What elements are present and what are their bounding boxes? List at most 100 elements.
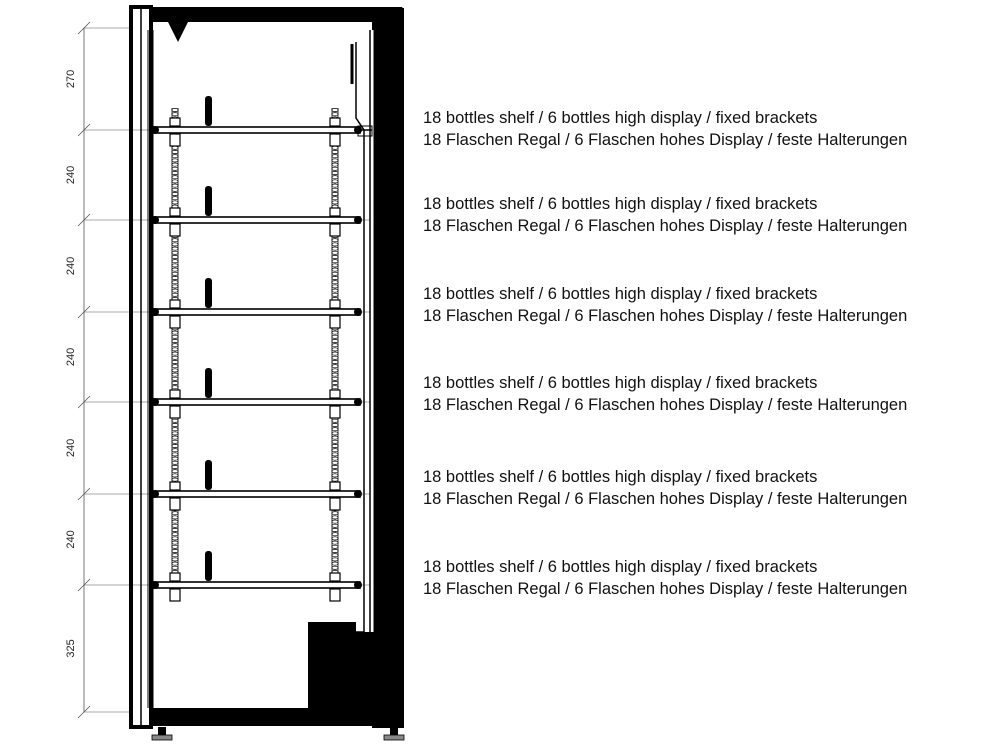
dimension-value: 270 <box>65 70 77 88</box>
shelf-label: 18 bottles shelf / 6 bottles high displa… <box>423 193 993 237</box>
rail-slot <box>171 460 179 465</box>
shelf-label: 18 bottles shelf / 6 bottles high displa… <box>423 466 993 510</box>
rail-slot <box>331 523 339 528</box>
foot-left <box>158 727 166 735</box>
shelf <box>151 186 362 237</box>
bracket-clip <box>169 299 181 309</box>
rail-slot <box>171 473 179 478</box>
rail-slot <box>171 339 179 343</box>
rail-slot <box>171 166 179 171</box>
shelf-label: 18 bottles shelf / 6 bottles high displa… <box>423 372 993 416</box>
shelf-label-german: 18 Flaschen Regal / 6 Flaschen hohes Dis… <box>423 490 908 508</box>
rail-slot <box>331 465 339 469</box>
rail-slot <box>171 154 179 159</box>
rail-slot <box>331 246 339 251</box>
rail-slot <box>171 355 179 360</box>
rail-slot <box>331 112 339 117</box>
bottle-divider <box>205 368 212 398</box>
rail-slot <box>331 175 339 180</box>
rail-slot <box>331 368 339 373</box>
rail-slot <box>331 452 339 457</box>
rail-slot <box>331 376 339 381</box>
rail-slot <box>171 263 179 268</box>
rail-slot <box>331 250 339 255</box>
shelf-end-cap <box>354 581 362 589</box>
rail-slot <box>331 511 339 516</box>
rail-slot <box>331 192 339 196</box>
rail-slot <box>331 532 339 537</box>
bracket-clip <box>329 133 341 147</box>
rail-slot <box>171 427 179 432</box>
rail-slot <box>331 351 339 356</box>
rail-slot <box>331 431 339 436</box>
rail-slot <box>331 565 339 570</box>
shelf-label-german: 18 Flaschen Regal / 6 Flaschen hohes Dis… <box>423 217 908 235</box>
shelf <box>151 368 362 419</box>
rail-slot <box>331 427 339 432</box>
shelf-end-cap <box>151 216 159 224</box>
rail-slot <box>171 381 179 385</box>
rail-slot <box>171 242 179 247</box>
shelf-board <box>153 126 361 134</box>
rail-slot <box>331 145 339 150</box>
rail-slot <box>331 150 339 154</box>
shelf-label-english: 18 bottles shelf / 6 bottles high displa… <box>423 374 818 392</box>
rail-slot <box>171 532 179 537</box>
rail-slot <box>171 553 179 558</box>
back-wall <box>372 8 404 728</box>
rail-slot <box>331 267 339 272</box>
shelf-label-english: 18 bottles shelf / 6 bottles high displa… <box>423 468 818 486</box>
bracket-clip <box>169 481 181 491</box>
rail-slot <box>171 150 179 154</box>
rail-slot <box>331 280 339 285</box>
rail-slot <box>331 385 339 390</box>
shelf-end-cap <box>354 490 362 498</box>
rail-slot <box>171 540 179 545</box>
shelf-end-cap <box>151 308 159 316</box>
rail-slot <box>331 284 339 289</box>
bottle-divider <box>205 278 212 308</box>
shelf-label: 18 bottles shelf / 6 bottles high displa… <box>423 283 993 327</box>
rail-slot <box>171 246 179 251</box>
shelf-end-cap <box>151 581 159 589</box>
rail-slot <box>171 511 179 516</box>
bracket-clip <box>329 223 341 237</box>
rail-slot <box>331 166 339 171</box>
shelf <box>151 460 362 511</box>
rail-slot <box>171 385 179 390</box>
shelf-label: 18 bottles shelf / 6 bottles high displa… <box>423 107 993 151</box>
rail-slot <box>331 271 339 276</box>
shelf-board <box>153 216 361 224</box>
rail-slot <box>331 381 339 385</box>
rail-slot <box>171 469 179 474</box>
rail-slot <box>171 330 179 335</box>
rail-slot <box>331 108 339 112</box>
shelf-end-cap <box>354 398 362 406</box>
rail-slot <box>331 154 339 159</box>
shelf-end-cap <box>354 216 362 224</box>
rail-slot <box>171 465 179 469</box>
rail-slot <box>331 448 339 453</box>
rail-slot <box>171 271 179 276</box>
bracket-clip <box>329 315 341 329</box>
bracket-clip <box>329 572 341 582</box>
rail-slot <box>331 418 339 423</box>
rail-slot <box>171 435 179 440</box>
rail-slot <box>171 179 179 184</box>
rail-slot <box>331 330 339 335</box>
bracket-clip <box>169 588 181 602</box>
rail-slot <box>331 292 339 297</box>
rail-slot <box>331 444 339 448</box>
bottle-divider <box>205 186 212 216</box>
rail-slot <box>171 196 179 201</box>
rail-slot <box>171 259 179 264</box>
rail-slot <box>171 183 179 188</box>
rail-slot <box>171 108 179 112</box>
rail-slot <box>171 523 179 528</box>
rail-slot <box>331 179 339 184</box>
shelf-board <box>153 398 361 406</box>
shelf-end-cap <box>151 126 159 134</box>
rail-slot <box>171 364 179 369</box>
rail-slot <box>171 112 179 117</box>
rail-slot <box>171 448 179 453</box>
